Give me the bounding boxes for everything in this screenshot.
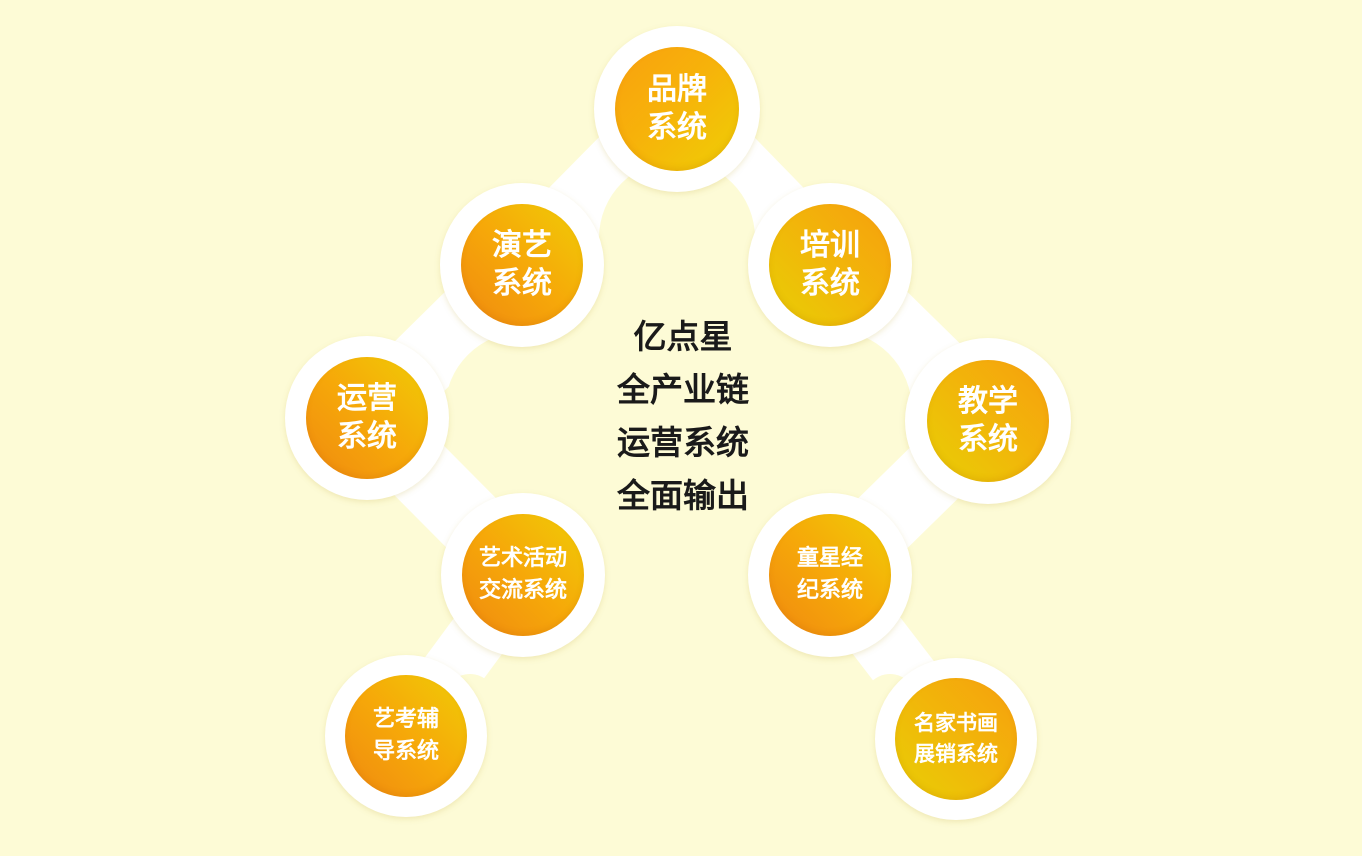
node-performance-system: 演艺 系统 bbox=[440, 183, 604, 347]
node-teaching-system: 教学 系统 bbox=[905, 338, 1071, 504]
node-teaching-line1: 教学 bbox=[958, 384, 1018, 419]
node-art-exam-line2: 导系统 bbox=[372, 739, 439, 764]
node-operation-system: 运营 系统 bbox=[285, 336, 449, 500]
node-brand-line1: 品牌 bbox=[647, 72, 707, 107]
node-art-exchange-line1: 艺术活动 bbox=[478, 546, 567, 571]
node-brand-line2: 系统 bbox=[647, 110, 707, 145]
center-line-3: 运营系统 bbox=[617, 423, 749, 462]
node-painting-sales-line1: 名家书画 bbox=[914, 711, 998, 735]
center-slogan: 亿点星 全产业链 运营系统 全面输出 bbox=[560, 310, 806, 522]
center-line-1: 亿点星 bbox=[633, 317, 733, 356]
node-training-line1: 培训 bbox=[800, 228, 860, 263]
node-performance-line2: 系统 bbox=[492, 266, 552, 301]
node-training-line2: 系统 bbox=[800, 266, 860, 301]
node-art-exam-line1: 艺考辅 bbox=[372, 707, 439, 732]
center-line-4: 全面输出 bbox=[617, 476, 749, 515]
node-art-exchange-system: 艺术活动 交流系统 bbox=[441, 493, 605, 657]
center-line-2: 全产业链 bbox=[617, 370, 749, 409]
node-training-system: 培训 系统 bbox=[748, 183, 912, 347]
node-child-star-line2: 纪系统 bbox=[796, 578, 863, 603]
node-operation-line2: 系统 bbox=[337, 419, 397, 454]
node-child-star-line1: 童星经 bbox=[796, 546, 863, 571]
node-brand-system: 品牌 系统 bbox=[594, 26, 760, 192]
node-painting-sales-line2: 展销系统 bbox=[914, 742, 998, 766]
node-operation-line1: 运营 bbox=[337, 381, 397, 416]
node-child-star-system: 童星经 纪系统 bbox=[748, 493, 912, 657]
node-art-exchange-line2: 交流系统 bbox=[478, 578, 567, 603]
node-teaching-line2: 系统 bbox=[958, 422, 1018, 457]
node-art-exam-system: 艺考辅 导系统 bbox=[325, 655, 487, 817]
node-painting-sales-system: 名家书画 展销系统 bbox=[875, 658, 1037, 820]
node-performance-line1: 演艺 bbox=[492, 228, 552, 263]
